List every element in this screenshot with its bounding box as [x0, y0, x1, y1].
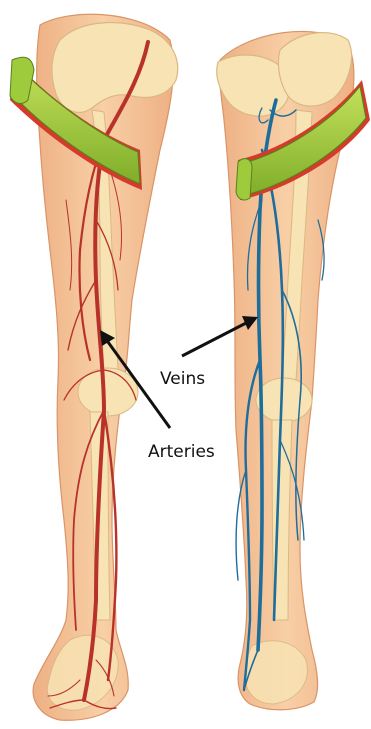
right-knee-bone [256, 378, 312, 422]
arteries-label: Arteries [148, 442, 215, 462]
left-leg-illustration [10, 14, 178, 720]
veins-label: Veins [160, 369, 205, 389]
right-leg-illustration [217, 31, 370, 709]
